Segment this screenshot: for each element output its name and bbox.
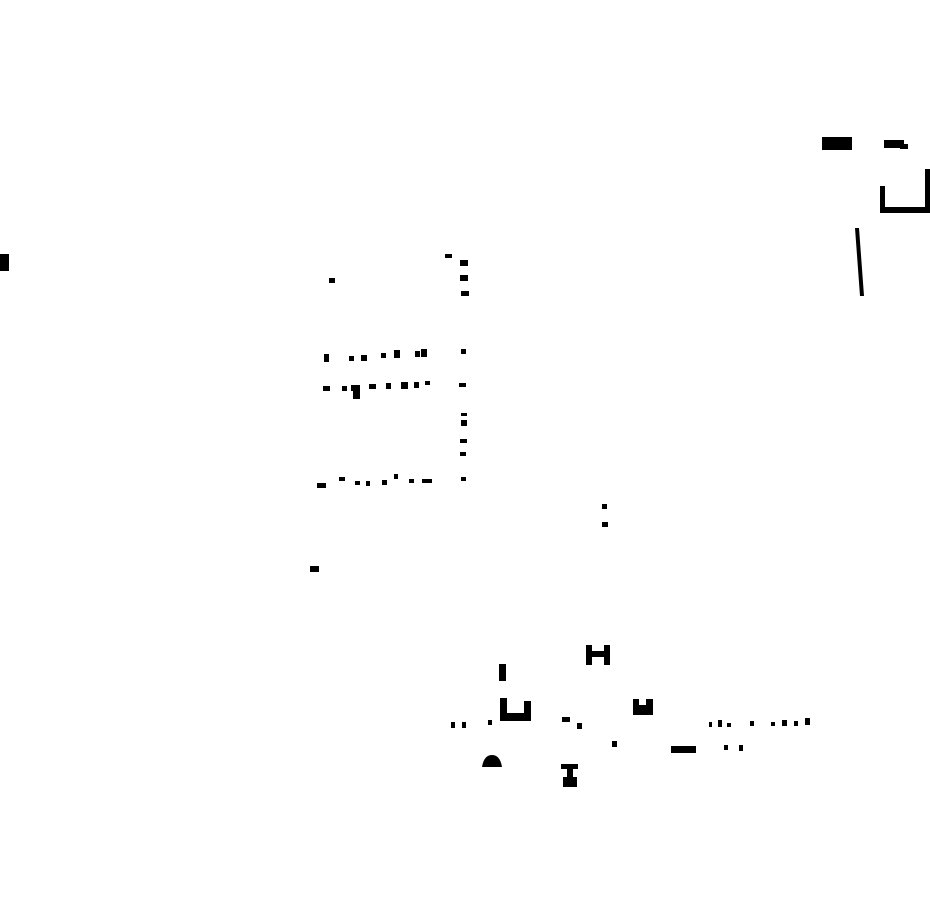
mark bbox=[324, 354, 329, 362]
u-shaped-mark bbox=[500, 698, 531, 721]
mark bbox=[0, 254, 9, 271]
mark bbox=[445, 254, 452, 258]
mark bbox=[386, 383, 391, 389]
mark bbox=[602, 504, 607, 509]
mark bbox=[459, 383, 466, 387]
mark bbox=[709, 722, 712, 727]
mark bbox=[323, 386, 330, 391]
mark bbox=[415, 351, 420, 357]
mark bbox=[394, 350, 400, 358]
mark bbox=[822, 137, 852, 150]
mark bbox=[394, 474, 398, 479]
top-right-marks bbox=[822, 137, 930, 296]
mark bbox=[353, 391, 360, 399]
slanted-line-mark bbox=[855, 228, 864, 296]
mark bbox=[499, 664, 506, 681]
h-shaped-mark bbox=[586, 645, 610, 665]
mark bbox=[414, 382, 419, 388]
mark bbox=[369, 384, 376, 389]
figure-mark bbox=[561, 764, 578, 787]
mark bbox=[421, 349, 427, 357]
mark bbox=[451, 722, 455, 728]
dotted-grid-marks bbox=[310, 254, 608, 572]
mark bbox=[771, 722, 775, 726]
mark bbox=[339, 477, 345, 481]
mark bbox=[750, 721, 754, 726]
mark bbox=[317, 483, 326, 488]
mark bbox=[310, 566, 319, 572]
mark bbox=[422, 479, 432, 483]
mark bbox=[461, 477, 466, 481]
mark bbox=[612, 741, 617, 747]
mark bbox=[805, 718, 810, 725]
mark bbox=[409, 479, 414, 483]
mark bbox=[382, 480, 387, 485]
mark bbox=[739, 745, 743, 751]
mark bbox=[671, 746, 696, 753]
mark bbox=[381, 353, 386, 358]
mark bbox=[425, 381, 430, 385]
mark bbox=[461, 349, 466, 354]
mark bbox=[782, 720, 787, 726]
mark bbox=[460, 275, 468, 281]
mark bbox=[602, 522, 608, 527]
mark bbox=[718, 720, 722, 727]
mark bbox=[361, 355, 367, 361]
mark bbox=[460, 452, 466, 456]
cup-shaped-mark bbox=[633, 699, 653, 715]
mark bbox=[724, 745, 728, 750]
dome-mark bbox=[482, 755, 502, 767]
mark bbox=[462, 722, 466, 728]
mark bbox=[349, 356, 354, 361]
mark bbox=[488, 720, 492, 725]
mark bbox=[461, 420, 467, 426]
mark bbox=[900, 144, 908, 149]
mark bbox=[460, 439, 467, 443]
bottom-glyph-marks bbox=[451, 645, 810, 787]
mark bbox=[401, 382, 408, 389]
mark bbox=[351, 385, 360, 391]
mark bbox=[461, 291, 469, 296]
mark bbox=[562, 717, 570, 722]
mark bbox=[355, 481, 360, 485]
mark bbox=[461, 413, 467, 416]
mark bbox=[342, 386, 347, 391]
mark bbox=[366, 481, 370, 486]
mark bbox=[577, 723, 582, 729]
mark bbox=[794, 721, 798, 726]
mark bbox=[727, 723, 731, 727]
mark bbox=[460, 260, 468, 266]
mark bbox=[329, 278, 335, 283]
mark bbox=[884, 140, 904, 148]
bracket-mark bbox=[880, 169, 930, 213]
